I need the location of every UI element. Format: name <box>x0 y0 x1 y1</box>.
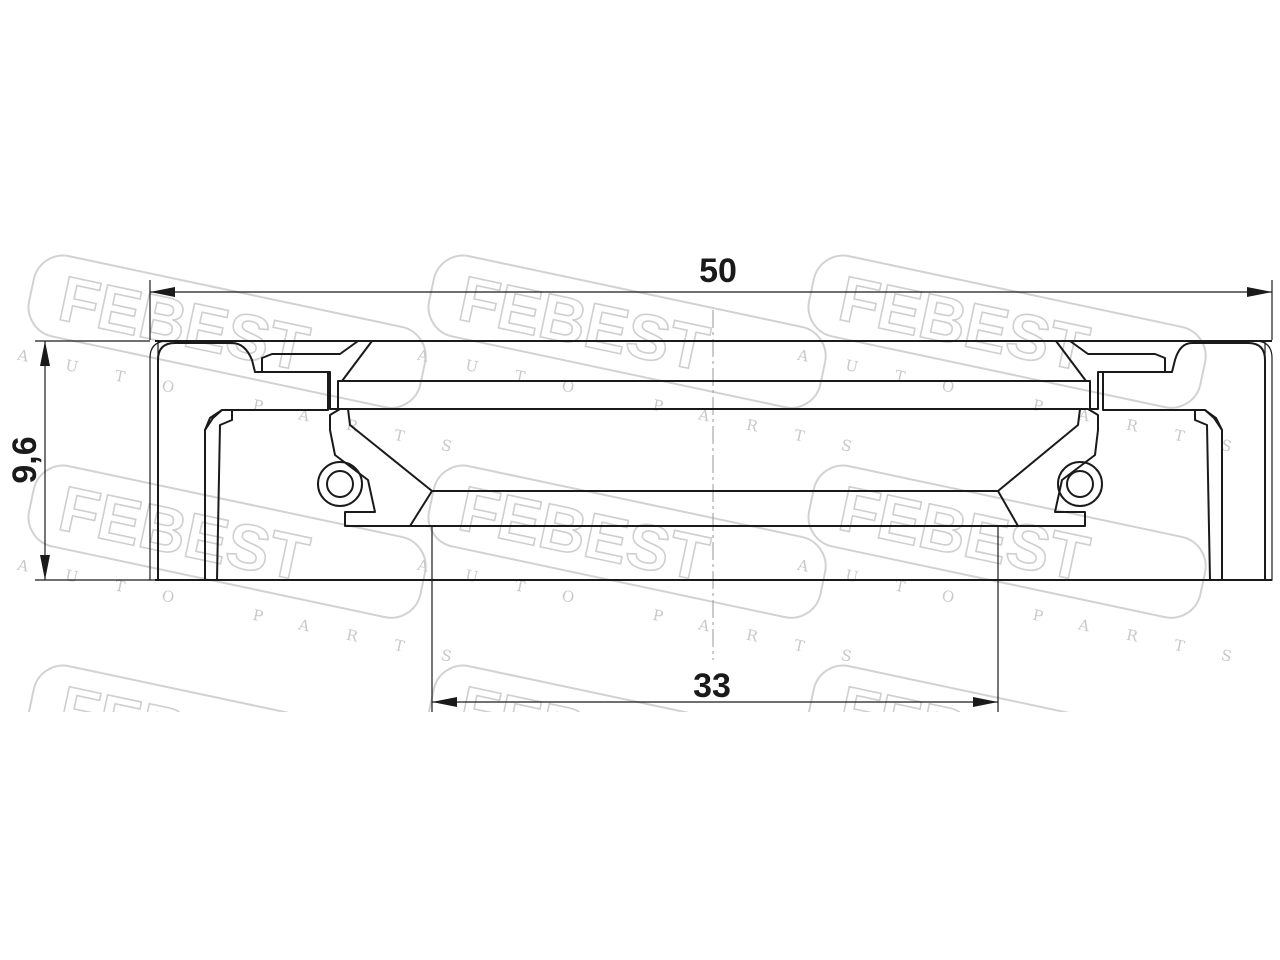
dimension-inner: 33 <box>431 526 999 712</box>
dimension-width: 9,6 <box>6 340 150 581</box>
rubber-dust-lip-right <box>1055 340 1166 410</box>
dimension-outer: 50 <box>149 252 1273 340</box>
rubber-main-lip-left <box>329 408 433 527</box>
dimension-width-label: 9,6 <box>6 436 44 483</box>
watermark-logo: FEBEST <box>27 664 427 712</box>
metal-case-left <box>157 342 329 581</box>
watermark-logo: FEBEST <box>807 664 1207 712</box>
garter-spring-left-inner <box>326 470 354 498</box>
garter-spring-right-inner <box>1066 470 1094 498</box>
metal-case-right <box>1102 342 1266 581</box>
rubber-dust-lip-left <box>261 340 373 410</box>
seal-cross-section <box>149 340 1273 581</box>
rubber-coating-left <box>149 340 169 581</box>
rubber-coating-right <box>1254 340 1273 581</box>
dimension-inner-label: 33 <box>693 667 731 705</box>
case-flange-left <box>204 409 233 581</box>
dimension-outer-label: 50 <box>699 252 737 290</box>
case-flange-right <box>1194 409 1223 581</box>
garter-spring-left-outer <box>317 461 363 507</box>
rubber-main-lip-right <box>997 408 1099 527</box>
watermark-logo: FEBEST <box>427 664 827 712</box>
garter-spring-right-outer <box>1057 461 1103 507</box>
